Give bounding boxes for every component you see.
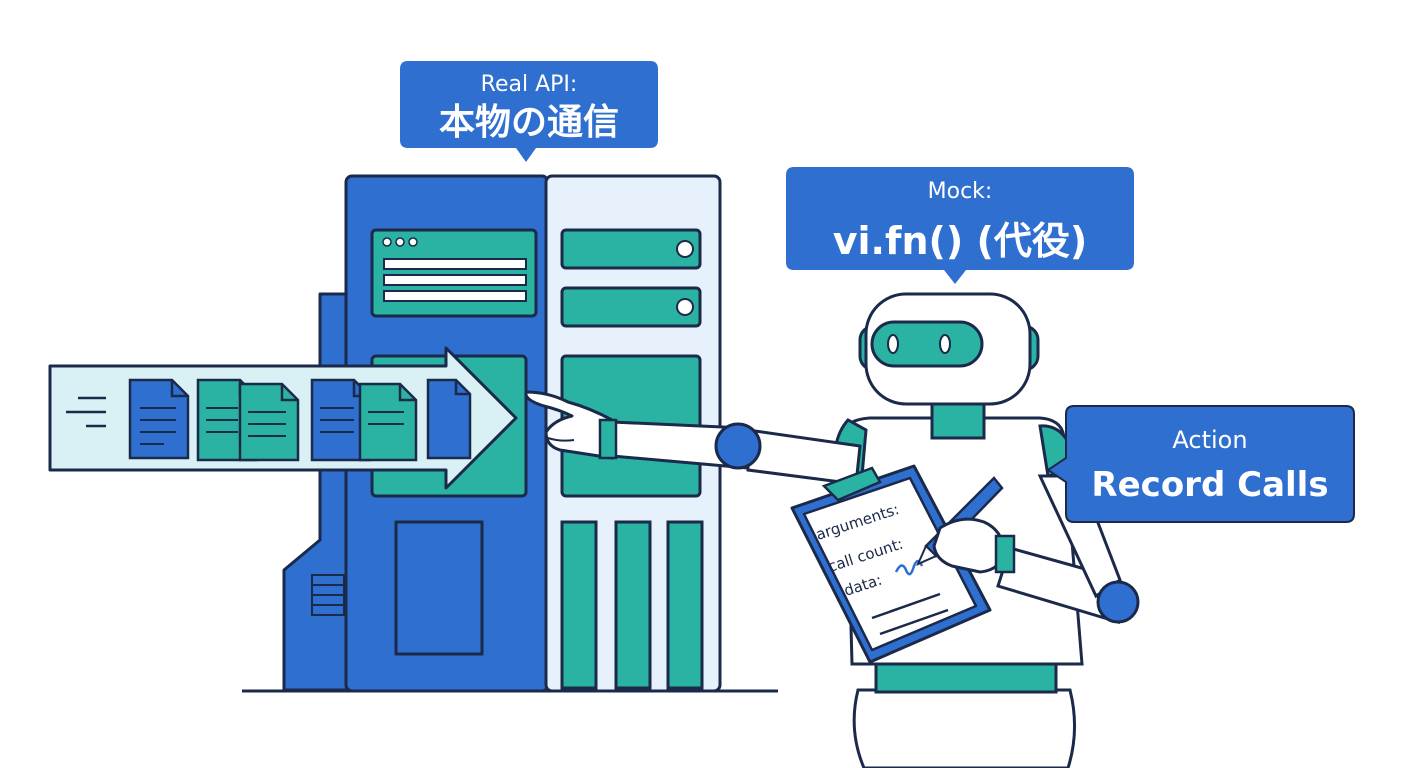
real-api-sublabel: 本物の通信 — [439, 102, 619, 143]
document-icon — [310, 378, 418, 462]
mock-label: Mock: — [928, 179, 993, 204]
document-icon — [196, 378, 300, 462]
mock-sublabel: vi.fn() (代役) — [833, 219, 1088, 263]
clipboard-icon: arguments: call count: data: — [790, 464, 992, 664]
writing-hand — [932, 517, 1016, 574]
mock-callout: Mock: vi.fn() (代役) — [786, 167, 1134, 284]
document-icon — [128, 378, 190, 460]
action-sublabel: Record Calls — [1091, 465, 1328, 505]
real-api-label: Real API: — [481, 72, 578, 97]
document-icon — [426, 378, 472, 460]
real-api-callout: Real API: 本物の通信 — [400, 61, 658, 162]
action-label: Action — [1172, 426, 1247, 454]
action-callout: Action Record Calls — [1046, 405, 1355, 523]
